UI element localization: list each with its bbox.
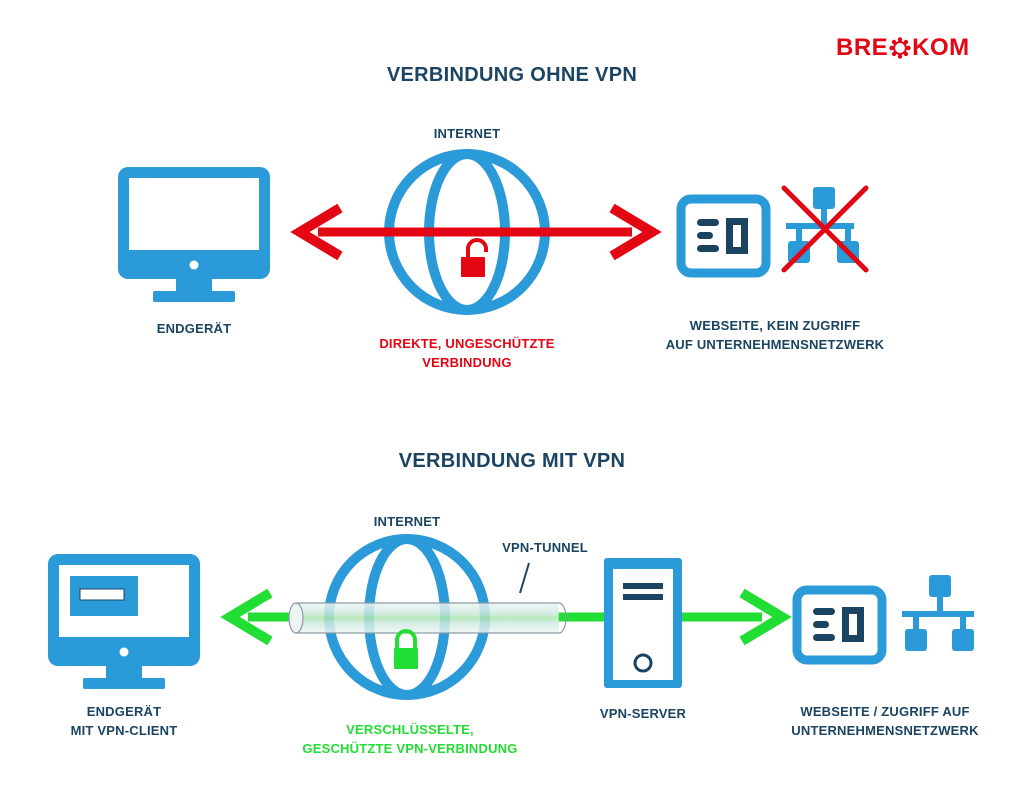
open-lock-icon	[461, 238, 488, 277]
vpn-client-window-icon	[70, 576, 138, 616]
vpn-server-icon	[604, 558, 682, 688]
internet-label-vpn: INTERNET	[373, 514, 441, 529]
brand-logo: BRE KOM	[836, 34, 970, 62]
website-access-label-line2: UNTERNEHMENSNETZWERK	[791, 723, 979, 738]
website-access-label-line1: WEBSEITE / ZUGRIFF AUF	[800, 704, 970, 719]
device-vpn-client-label-line2: MIT VPN-CLIENT	[70, 723, 178, 738]
brand-logo-gear-icon	[889, 37, 911, 59]
company-network-icon-vpn	[902, 575, 974, 651]
website-icon	[676, 194, 771, 278]
computer-monitor-vpn-client-icon	[48, 554, 200, 689]
unprotected-connection-label-line2: VERBINDUNG	[422, 355, 512, 370]
computer-monitor-icon	[118, 167, 270, 302]
unprotected-connection-arrow	[290, 203, 662, 261]
brand-logo-left: BRE	[836, 34, 889, 61]
vpn-connection-label-line1: VERSCHLÜSSELTE,	[346, 722, 474, 737]
vpn-tunnel-tube	[288, 602, 567, 634]
website-no-access-label-line2: AUF UNTERNEHMENSNETZWERK	[665, 337, 885, 352]
unprotected-connection-label: DIREKTE, UNGESCHÜTZTE VERBINDUNG	[357, 334, 577, 372]
title-with-vpn: VERBINDUNG MIT VPN	[398, 450, 626, 472]
unprotected-connection-label-line1: DIREKTE, UNGESCHÜTZTE	[379, 336, 555, 351]
vpn-connection-label: VERSCHLÜSSELTE, GESCHÜTZTE VPN-VERBINDUN…	[280, 720, 540, 758]
vpn-connection-label-line2: GESCHÜTZTE VPN-VERBINDUNG	[302, 741, 518, 756]
internet-label: INTERNET	[433, 126, 501, 141]
vpn-tunnel-label: VPN-TUNNEL	[502, 540, 588, 555]
cross-mark-icon	[781, 185, 869, 273]
title-without-vpn: VERBINDUNG OHNE VPN	[386, 64, 638, 86]
website-icon-vpn	[792, 585, 887, 665]
tunnel-pointer-line	[519, 562, 530, 594]
vpn-server-label: VPN-SERVER	[599, 706, 687, 721]
website-no-access-label-line1: WEBSEITE, KEIN ZUGRIFF	[689, 318, 861, 333]
website-no-access-label: WEBSEITE, KEIN ZUGRIFF AUF UNTERNEHMENSN…	[650, 316, 900, 354]
website-access-label: WEBSEITE / ZUGRIFF AUF UNTERNEHMENSNETZW…	[770, 702, 1000, 740]
device-vpn-client-label: ENDGERÄT MIT VPN-CLIENT	[44, 702, 204, 740]
device-label: ENDGERÄT	[156, 321, 232, 336]
closed-lock-icon	[394, 629, 418, 669]
device-vpn-client-label-line1: ENDGERÄT	[86, 704, 162, 719]
brand-logo-right: KOM	[912, 34, 970, 61]
